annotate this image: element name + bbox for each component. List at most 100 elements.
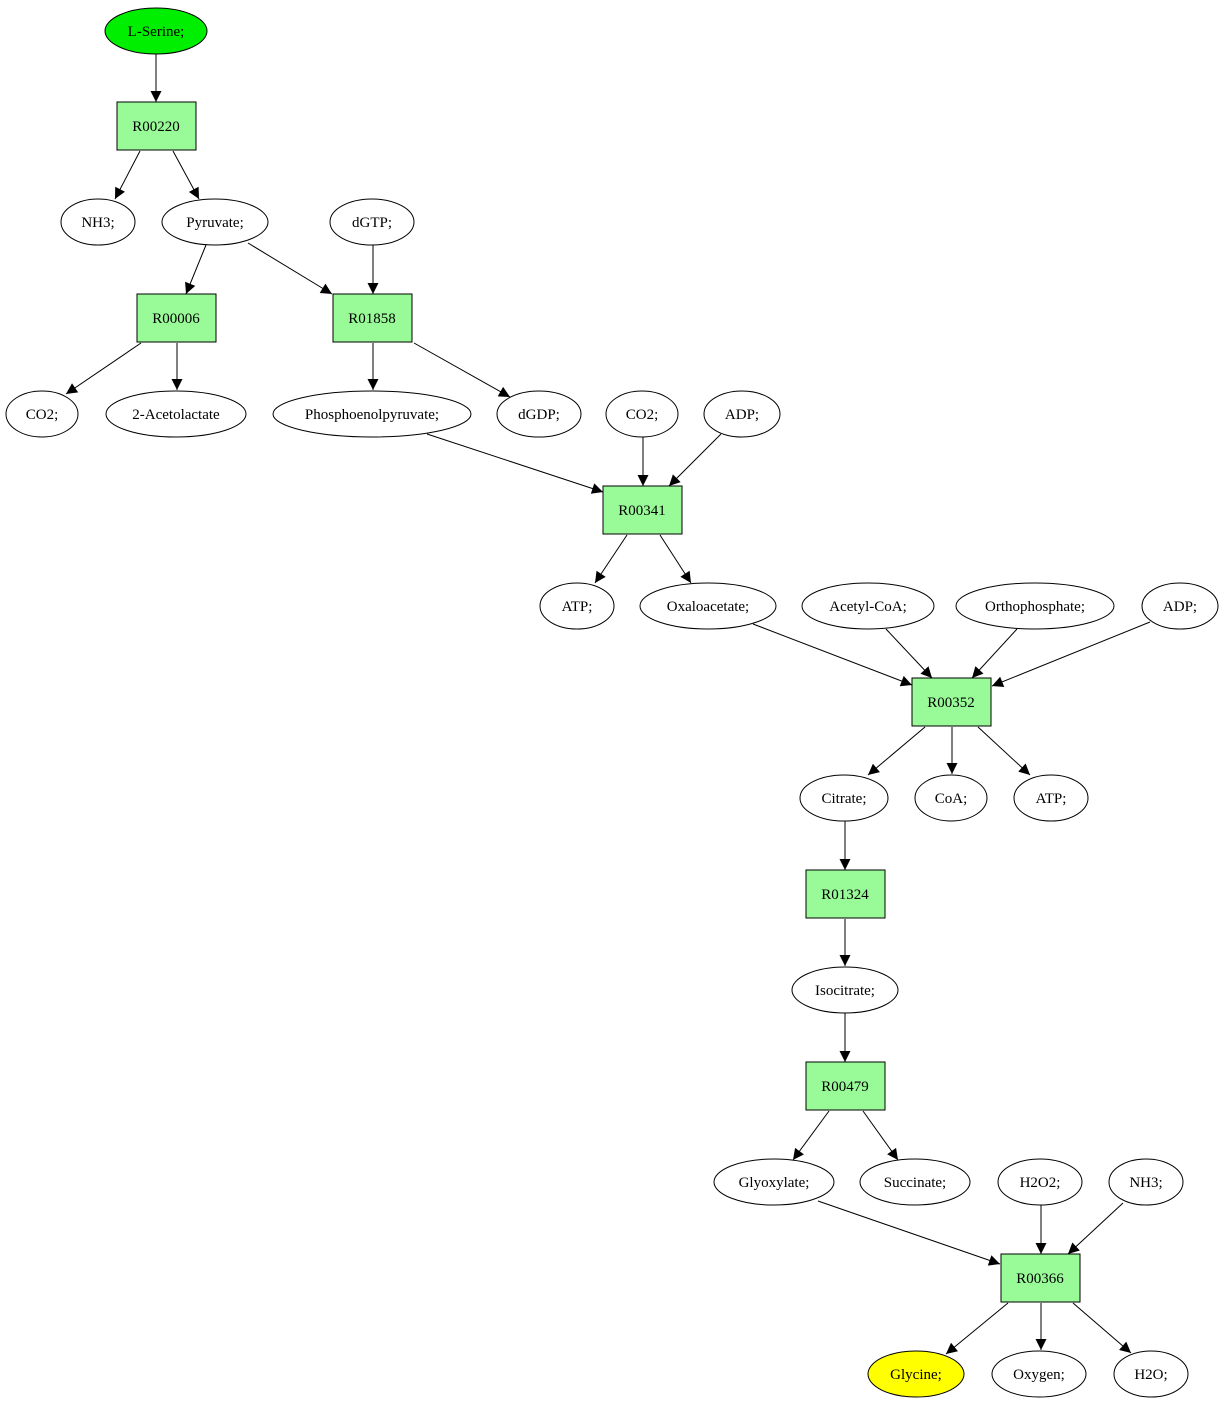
compound-ellipse xyxy=(859,1158,971,1206)
reaction-node-r00479[interactable]: R00479 xyxy=(805,1061,886,1111)
reaction-node-r00220[interactable]: R00220 xyxy=(116,101,197,151)
compound-ellipse xyxy=(955,582,1115,630)
compound-node-co2[interactable]: CO2; xyxy=(605,390,679,438)
edge-pyruvate-to-r01858 xyxy=(247,242,333,295)
compound-node-dgdp[interactable]: dGDP; xyxy=(496,390,582,438)
compound-node-succinate[interactable]: Succinate; xyxy=(859,1158,971,1206)
compound-ellipse xyxy=(914,774,988,822)
compound-node-phosphoenolpyruvate[interactable]: Phosphoenolpyruvate; xyxy=(272,390,472,438)
compound-node-nh3[interactable]: NH3; xyxy=(60,198,136,246)
compound-node-co2[interactable]: CO2; xyxy=(5,390,79,438)
compound-ellipse xyxy=(5,390,79,438)
compound-node-dgtp[interactable]: dGTP; xyxy=(329,198,415,246)
compound-ellipse xyxy=(1113,1350,1189,1398)
compound-label: 2-Acetolactate xyxy=(132,407,220,423)
compound-ellipse xyxy=(799,774,889,822)
compound-label: ATP; xyxy=(562,599,593,615)
compound-node-h2o2[interactable]: H2O2; xyxy=(997,1158,1083,1206)
reaction-box xyxy=(805,1061,886,1111)
compound-node-h2o[interactable]: H2O; xyxy=(1113,1350,1189,1398)
reaction-box xyxy=(911,677,992,727)
compound-ellipse xyxy=(272,390,472,438)
compound-node-adp[interactable]: ADP; xyxy=(1141,582,1219,630)
compound-ellipse xyxy=(997,1158,1083,1206)
edges xyxy=(65,54,1151,1355)
edge-oxaloacetate-to-r00352 xyxy=(752,623,913,687)
edge-r00352-to-atp xyxy=(977,726,1031,776)
compound-node-oxygen[interactable]: Oxygen; xyxy=(991,1350,1087,1398)
reaction-box xyxy=(116,101,197,151)
edge-glyoxylate-to-r00366 xyxy=(817,1200,1001,1266)
reaction-box xyxy=(805,869,886,919)
edge-r00341-to-oxaloacetate xyxy=(659,534,692,584)
compound-node-atp[interactable]: ATP; xyxy=(1013,774,1089,822)
compound-node-oxaloacetate[interactable]: Oxaloacetate; xyxy=(639,582,777,630)
edge-acetyl-coa-to-r00352 xyxy=(885,628,933,679)
compound-label: Succinate; xyxy=(884,1175,946,1191)
reaction-node-r00341[interactable]: R00341 xyxy=(602,485,683,535)
compound-label: Glyoxylate; xyxy=(739,1175,810,1191)
reaction-box xyxy=(1000,1253,1081,1303)
reaction-node-r01324[interactable]: R01324 xyxy=(805,869,886,919)
edge-orthophosphate-to-r00352 xyxy=(971,628,1018,679)
compound-ellipse xyxy=(703,390,781,438)
compound-label: CO2; xyxy=(26,407,59,423)
reaction-box xyxy=(332,293,413,343)
compound-node-pyruvate[interactable]: Pyruvate; xyxy=(161,198,269,246)
compound-label: CoA; xyxy=(935,791,968,807)
compound-node-nh3[interactable]: NH3; xyxy=(1108,1158,1184,1206)
compound-node-glycine[interactable]: Glycine; xyxy=(867,1350,965,1398)
edge-r00341-to-atp xyxy=(594,534,628,584)
compound-node-adp[interactable]: ADP; xyxy=(703,390,781,438)
compound-node-glyoxylate[interactable]: Glyoxylate; xyxy=(713,1158,835,1206)
reaction-node-r00352[interactable]: R00352 xyxy=(911,677,992,727)
compound-ellipse xyxy=(1141,582,1219,630)
reaction-node-r01858[interactable]: R01858 xyxy=(332,293,413,343)
compound-label: H2O2; xyxy=(1020,1175,1061,1191)
edge-r00366-to-h2o xyxy=(1072,1302,1132,1354)
reaction-box xyxy=(136,293,217,343)
edge-r00006-to-co2 xyxy=(65,342,142,395)
compound-node-atp[interactable]: ATP; xyxy=(539,582,615,630)
edge-adp-to-r00341 xyxy=(668,433,722,487)
edge-r00366-to-glycine xyxy=(945,1302,1009,1355)
compound-node-acetyl-coa[interactable]: Acetyl-CoA; xyxy=(801,582,935,630)
compound-label: dGDP; xyxy=(518,407,560,423)
compound-node-coa[interactable]: CoA; xyxy=(914,774,988,822)
edge-r00220-to-nh3 xyxy=(114,150,141,200)
compound-label: ATP; xyxy=(1036,791,1067,807)
compound-label: Oxaloacetate; xyxy=(667,599,749,615)
compound-ellipse xyxy=(991,1350,1087,1398)
compound-node-citrate[interactable]: Citrate; xyxy=(799,774,889,822)
compound-node-orthophosphate[interactable]: Orthophosphate; xyxy=(955,582,1115,630)
reaction-label: R01858 xyxy=(348,311,396,327)
compound-ellipse xyxy=(329,198,415,246)
compound-label: Glycine; xyxy=(890,1367,942,1383)
compound-label: Phosphoenolpyruvate; xyxy=(305,407,439,423)
compound-label: L-Serine; xyxy=(128,24,185,40)
reaction-node-r00366[interactable]: R00366 xyxy=(1000,1253,1081,1303)
compound-label: Isocitrate; xyxy=(815,983,875,999)
compound-node-isocitrate[interactable]: Isocitrate; xyxy=(791,966,899,1014)
compound-label: Oxygen; xyxy=(1013,1367,1065,1383)
compound-node-l-serine[interactable]: L-Serine; xyxy=(104,7,208,55)
edge-adp-to-r00352 xyxy=(991,621,1151,687)
reaction-label: R00341 xyxy=(618,503,666,519)
compound-label: ADP; xyxy=(725,407,759,423)
compound-node-2-acetolactate[interactable]: 2-Acetolactate xyxy=(105,390,247,438)
reaction-label: R00352 xyxy=(927,695,975,711)
compound-ellipse xyxy=(105,390,247,438)
reaction-label: R00479 xyxy=(821,1079,869,1095)
compound-ellipse xyxy=(496,390,582,438)
compound-ellipse xyxy=(1108,1158,1184,1206)
compound-label: dGTP; xyxy=(352,215,392,231)
reaction-node-r00006[interactable]: R00006 xyxy=(136,293,217,343)
reaction-label: R00366 xyxy=(1016,1271,1064,1287)
edge-nh3-to-r00366 xyxy=(1067,1202,1124,1255)
compound-ellipse xyxy=(713,1158,835,1206)
edge-r01858-to-dgdp xyxy=(413,342,511,398)
compound-label: Citrate; xyxy=(822,791,867,807)
edge-r00479-to-succinate xyxy=(862,1110,899,1161)
edge-r00479-to-glyoxylate xyxy=(792,1110,830,1161)
reaction-nodes: R00220 R00006 R01858 R00341 R00352 R0132… xyxy=(116,101,1081,1303)
